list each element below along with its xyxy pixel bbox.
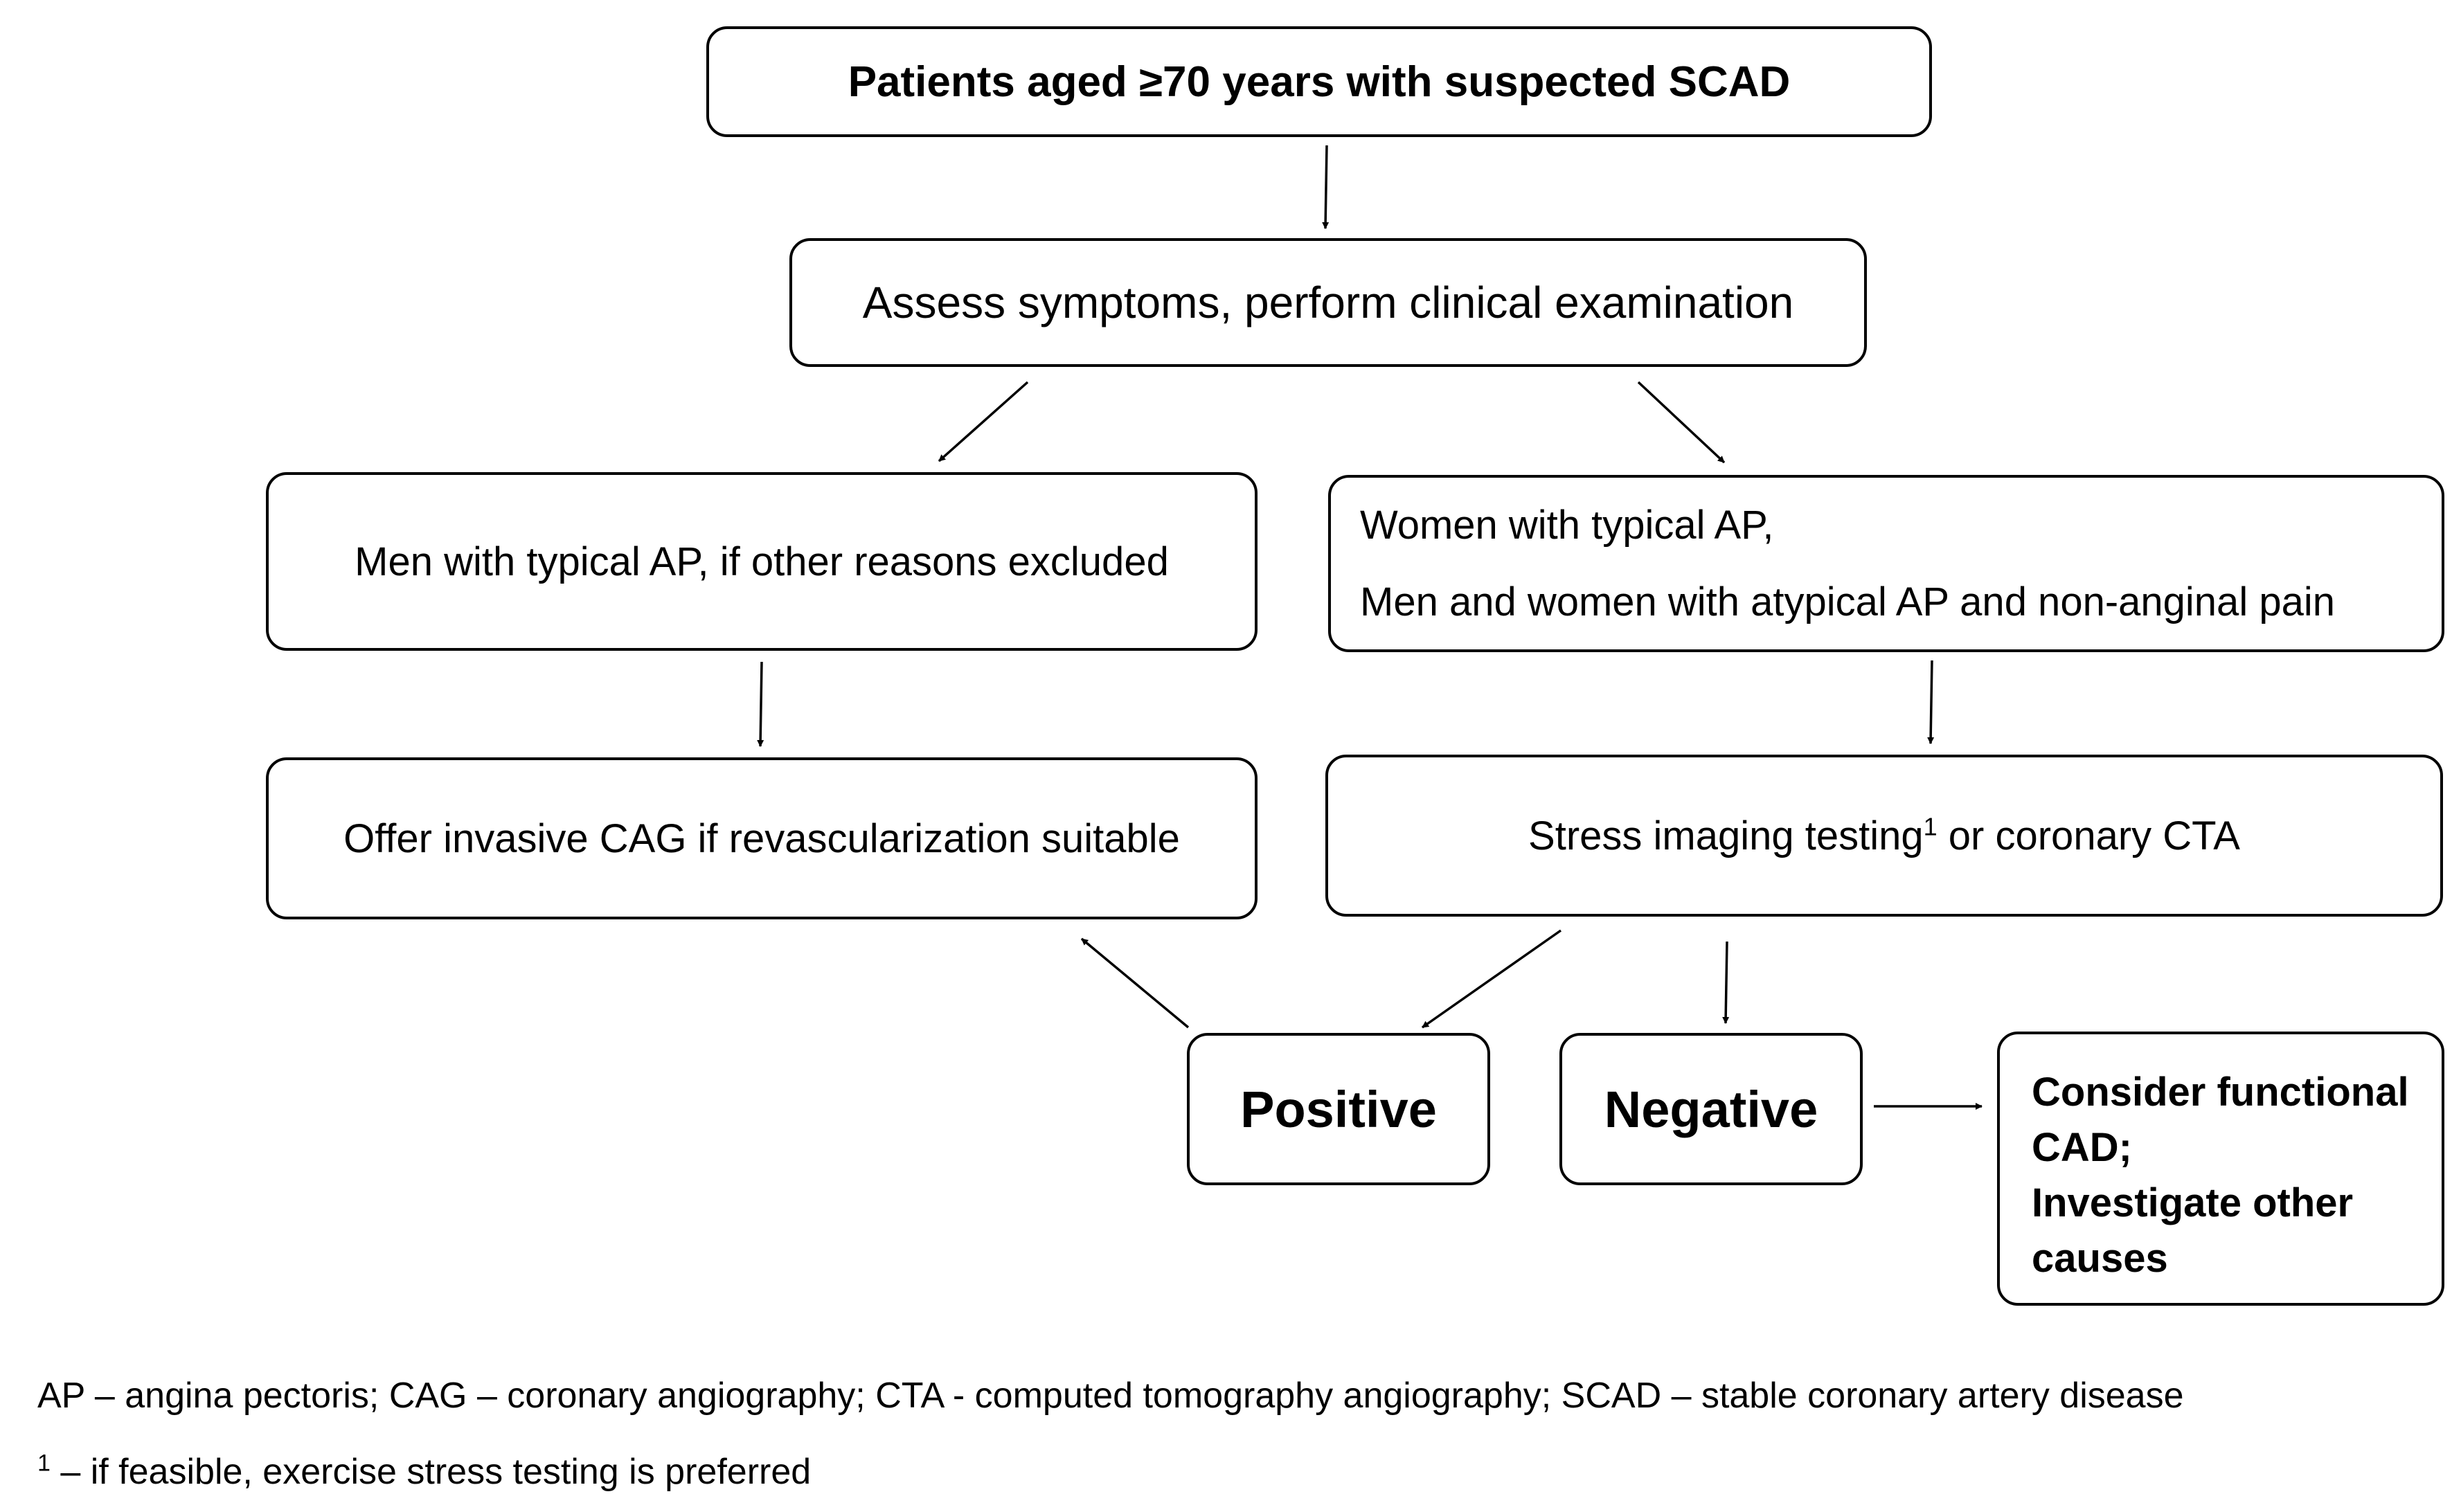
abbreviations-footnote: AP – angina pectoris; CAG – coronary ang… bbox=[37, 1376, 2184, 1416]
arrow-women-to-stress bbox=[1927, 660, 1935, 744]
arrow-assess-to-men bbox=[938, 381, 1029, 462]
offer-cag-box: Offer invasive CAG if revascularization … bbox=[266, 757, 1258, 919]
stress-footnote-marker: 1 bbox=[1923, 812, 1938, 841]
offer-cag-label: Offer invasive CAG if revascularization … bbox=[343, 816, 1180, 861]
footnote-text: – if feasible, exercise stress testing i… bbox=[50, 1452, 812, 1492]
men-typical-box: Men with typical AP, if other reasons ex… bbox=[266, 472, 1258, 651]
arrow-stress-to-negative bbox=[1722, 941, 1730, 1024]
patients-label: Patients aged ≥70 years with suspected S… bbox=[848, 57, 1791, 106]
stress-imaging-box: Stress imaging testing1 or coronary CTA bbox=[1325, 755, 2443, 917]
footnote-marker: 1 bbox=[37, 1450, 51, 1477]
stress-imaging-label: Stress imaging testing1 or coronary CTA bbox=[1528, 813, 2240, 859]
negative-label: Negative bbox=[1604, 1080, 1818, 1138]
consider-functional-box: Consider functional CAD; Investigate oth… bbox=[1997, 1032, 2444, 1306]
arrow-positive-to-offer bbox=[1080, 937, 1190, 1029]
assess-label: Assess symptoms, perform clinical examin… bbox=[862, 278, 1794, 327]
positive-label: Positive bbox=[1240, 1080, 1437, 1138]
men-typical-label: Men with typical AP, if other reasons ex… bbox=[355, 539, 1169, 584]
patients-box: Patients aged ≥70 years with suspected S… bbox=[706, 26, 1932, 137]
arrow-men-to-offer bbox=[757, 661, 764, 747]
arrow-assess-to-women bbox=[1637, 381, 1726, 464]
stress-text-cta: or coronary CTA bbox=[1937, 813, 2240, 858]
women-typical-label: Women with typical AP, bbox=[1360, 503, 1774, 548]
consider-functional-label: Consider functional CAD; Investigate oth… bbox=[2032, 1070, 2409, 1281]
arrow-top-to-assess bbox=[1322, 145, 1330, 229]
arrow-stress-to-positive bbox=[1421, 929, 1562, 1029]
negative-box: Negative bbox=[1559, 1033, 1863, 1185]
assess-box: Assess symptoms, perform clinical examin… bbox=[789, 238, 1867, 367]
women-atypical-box: Women with typical AP, Men and women wit… bbox=[1328, 475, 2444, 652]
atypical-label: Men and women with atypical AP and non-a… bbox=[1360, 579, 2335, 624]
positive-box: Positive bbox=[1187, 1033, 1490, 1185]
feasibility-footnote: 1 – if feasible, exercise stress testing… bbox=[37, 1451, 811, 1493]
stress-text: Stress imaging testing bbox=[1528, 813, 1924, 858]
